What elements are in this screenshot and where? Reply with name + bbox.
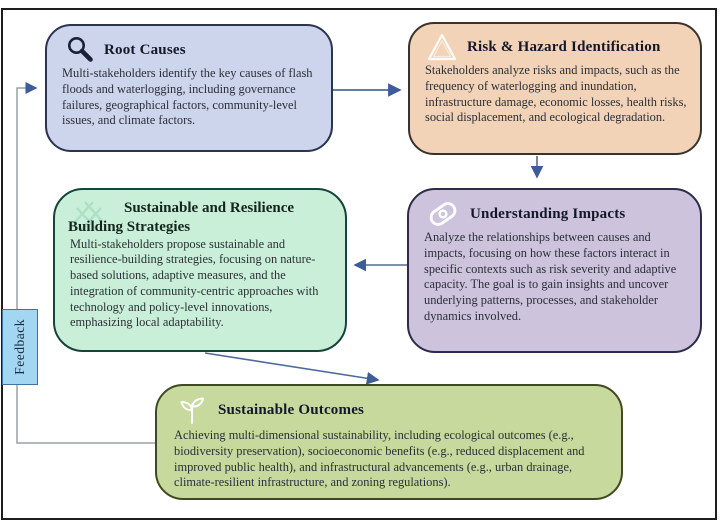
- box-root-causes: Root Causes Multi-stakeholders identify …: [45, 24, 333, 152]
- box-title: Root Causes: [104, 41, 186, 58]
- arrow-strategies-to-outcomes: [204, 352, 380, 385]
- box-body: Stakeholders analyze risks and impacts, …: [425, 63, 687, 125]
- warning-triangle-icon: [427, 33, 457, 61]
- feedback-line: [16, 82, 155, 444]
- box-body: Achieving multi-dimensional sustainabili…: [174, 428, 585, 490]
- box-sustainable-outcomes: Sustainable Outcomes Achieving multi-dim…: [155, 384, 623, 500]
- box-risk-hazard: Risk & Hazard Identification Stakeholder…: [408, 22, 702, 155]
- feedback-label: Feedback: [2, 309, 38, 385]
- box-title: Risk & Hazard Identification: [467, 38, 661, 55]
- link-icon: [429, 202, 457, 226]
- box-title: Sustainable and Resilience Building Stra…: [68, 200, 295, 235]
- lattice-icon: [73, 198, 105, 239]
- box-title: Understanding Impacts: [470, 205, 626, 222]
- box-header: Understanding Impacts: [409, 190, 700, 229]
- box-strategies: Sustainable and Resilience Building Stra…: [53, 188, 347, 352]
- sprout-icon: [180, 397, 204, 424]
- feedback-label-text: Feedback: [12, 319, 27, 375]
- box-body: Multi-stakeholders identify the key caus…: [62, 66, 313, 128]
- box-body: Multi-stakeholders propose sustainable a…: [70, 236, 319, 330]
- box-header: Root Causes: [47, 26, 331, 65]
- box-understanding-impacts: Understanding Impacts Analyze the relati…: [407, 188, 702, 353]
- box-header: Risk & Hazard Identification: [410, 24, 700, 62]
- box-title: Sustainable Outcomes: [218, 401, 365, 418]
- box-header: Sustainable Outcomes: [157, 386, 621, 426]
- magnifier-icon: [68, 37, 93, 62]
- box-body: Analyze the relationships between causes…: [424, 230, 677, 323]
